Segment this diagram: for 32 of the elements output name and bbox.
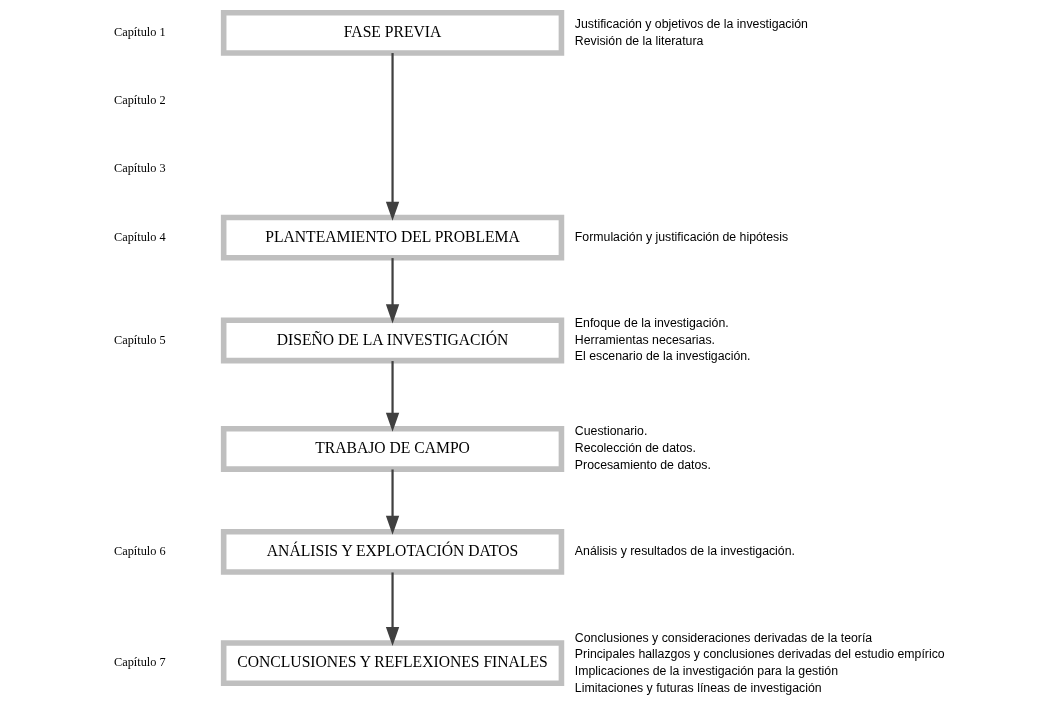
label: Capítulo 1 [113,25,166,40]
label: Capítulo 7 [113,655,166,670]
node-label: El escenario de la investigación. [574,349,751,364]
node-box: PLANTEAMIENTO DEL PROBLEMA [220,214,564,261]
node-label: Cuestionario. [574,424,647,439]
label: Capítulo 3 [113,161,166,176]
node-box: TRABAJO DE CAMPO [220,426,564,472]
node-label: Formulación y justificación de hipótesis [574,229,788,244]
arrow [385,53,399,221]
label: Capítulo 5 [113,332,166,347]
node-label: Procesamiento de datos. [574,457,711,472]
arrow [385,469,399,535]
node-label: Principales hallazgos y conclusiones derivadas del estudio empírico [574,647,945,662]
node-label: Revisión de la literatura [574,33,703,48]
node-label: Implicaciones de la investigación para la gestión [574,664,838,679]
node-label: Recolección de datos. [574,441,696,456]
node-label: Análisis y resultados de la investigación. [574,543,795,558]
node-box: DISEÑO DE LA INVESTIGACIÓN [220,317,564,364]
node-box: CONCLUSIONES Y REFLEXIONES FINALES [220,640,564,687]
node-label: Limitaciones y futuras líneas de investigación [574,680,822,695]
node-box: FASE PREVIA [220,9,564,56]
node-box: ANÁLISIS Y EXPLOTACIÓN DATOS [220,528,564,575]
node-label: Conclusiones y consideraciones derivadas de la teoría [574,630,872,645]
arrow [385,258,399,324]
node-label: Justificación y objetivos de la investigación [574,17,808,32]
arrow [385,361,399,432]
arrow [385,572,399,647]
label: Capítulo 2 [113,93,166,108]
node-label: Herramientas necesarias. [574,332,715,347]
label: Capítulo 4 [113,229,166,244]
label: Capítulo 6 [113,543,166,558]
node-label: Enfoque de la investigación. [574,315,729,330]
